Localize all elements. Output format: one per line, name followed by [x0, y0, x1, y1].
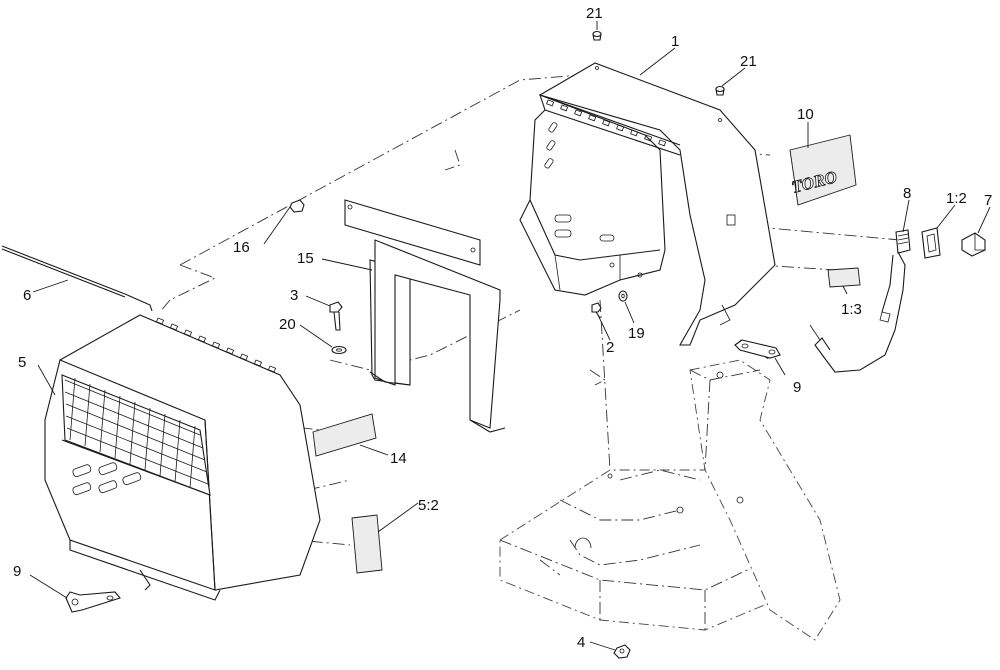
part-4-nut [613, 644, 631, 659]
hardware [65, 30, 781, 659]
callout-10: 10 [797, 106, 814, 123]
grille-mesh [64, 377, 209, 489]
part-9-latch-a [734, 339, 781, 359]
decal-10-toro-logo: TORO [789, 134, 857, 206]
shroud-vents [544, 122, 615, 242]
callout-5-2: 5:2 [418, 497, 439, 514]
part-5-front-cover [44, 314, 321, 601]
callout-1-2: 1:2 [946, 190, 967, 207]
part-19-washer [618, 290, 628, 302]
callout-7: 7 [984, 192, 992, 209]
decal-14 [312, 413, 377, 457]
callout-15: 15 [297, 250, 314, 267]
callout-8: 8 [903, 185, 911, 202]
callout-5: 5 [18, 354, 26, 371]
part-7-switch [961, 232, 986, 257]
callout-9-right: 9 [793, 379, 801, 396]
callout-21-right: 21 [740, 53, 757, 70]
callout-14: 14 [390, 450, 407, 467]
part-2-screw [591, 302, 602, 319]
callout-21-top: 21 [586, 5, 603, 22]
part-1-rear-shroud [519, 62, 776, 346]
part-21-cap-a [592, 30, 602, 41]
callout-2: 2 [606, 339, 614, 356]
callout-20: 20 [279, 316, 296, 333]
part-16-nut [289, 199, 305, 213]
callout-9-left: 9 [13, 563, 21, 580]
part-3-screw [329, 301, 343, 331]
callout-labels: 21 1 21 10 8 1:2 7 1:3 9 16 15 3 20 2 19… [13, 5, 992, 651]
part-21-cap-b [715, 85, 725, 96]
callout-1-3: 1:3 [841, 301, 862, 318]
callout-1: 1 [671, 33, 679, 50]
cover-vents [72, 462, 142, 496]
callout-16: 16 [233, 239, 250, 256]
part-9-latch-b [65, 591, 121, 613]
callout-3: 3 [290, 287, 298, 304]
part-1-2-bezel [921, 227, 941, 259]
switch-harness [809, 227, 986, 373]
part-20-washer [331, 345, 347, 355]
leader-lines [29, 21, 991, 651]
decal-5-2 [351, 514, 383, 574]
part-6-rod [1, 245, 153, 312]
callout-19: 19 [628, 325, 645, 342]
part-15-bracket [344, 199, 506, 433]
shroud-slots [546, 99, 667, 147]
part-8-switch [895, 229, 911, 254]
cover-top-slots [155, 317, 277, 373]
decals: TORO [312, 134, 861, 574]
phantom-frame [499, 359, 841, 641]
decal-1-3 [827, 267, 861, 288]
callout-4: 4 [577, 634, 585, 651]
callout-6: 6 [23, 287, 31, 304]
